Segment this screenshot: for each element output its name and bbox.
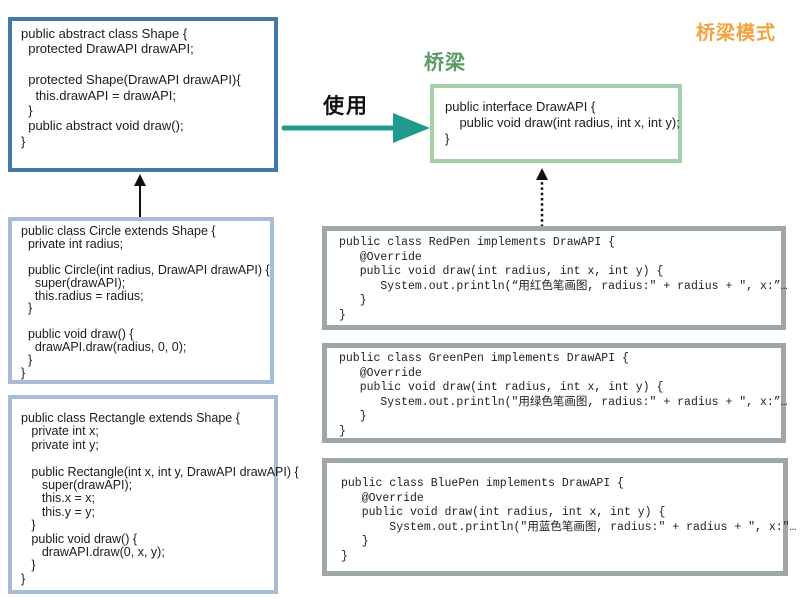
shape-abstract-class-code-box: public abstract class Shape { protected … xyxy=(8,17,278,172)
inheritance-arrow-icon xyxy=(134,174,146,218)
rectangle-class-code-box: public class Rectangle extends Shape { p… xyxy=(8,395,299,594)
implements-dotted-arrow-icon xyxy=(536,168,548,227)
drawapi-interface-code-box: public interface DrawAPI { public void d… xyxy=(430,84,682,163)
greenpen-class-code-box: public class GreenPen implements DrawAPI… xyxy=(322,343,788,443)
redpen-class-code-box: public class RedPen implements DrawAPI {… xyxy=(322,226,788,330)
bluepen-class-code-box: public class BluePen implements DrawAPI … xyxy=(322,458,796,576)
bridge-label: 桥梁 xyxy=(424,52,466,74)
page-title: 桥梁模式 xyxy=(695,23,776,44)
circle-class-code-box: public class Circle extends Shape { priv… xyxy=(8,217,274,384)
use-arrow-icon xyxy=(281,113,430,143)
use-label: 使用 xyxy=(323,95,369,118)
